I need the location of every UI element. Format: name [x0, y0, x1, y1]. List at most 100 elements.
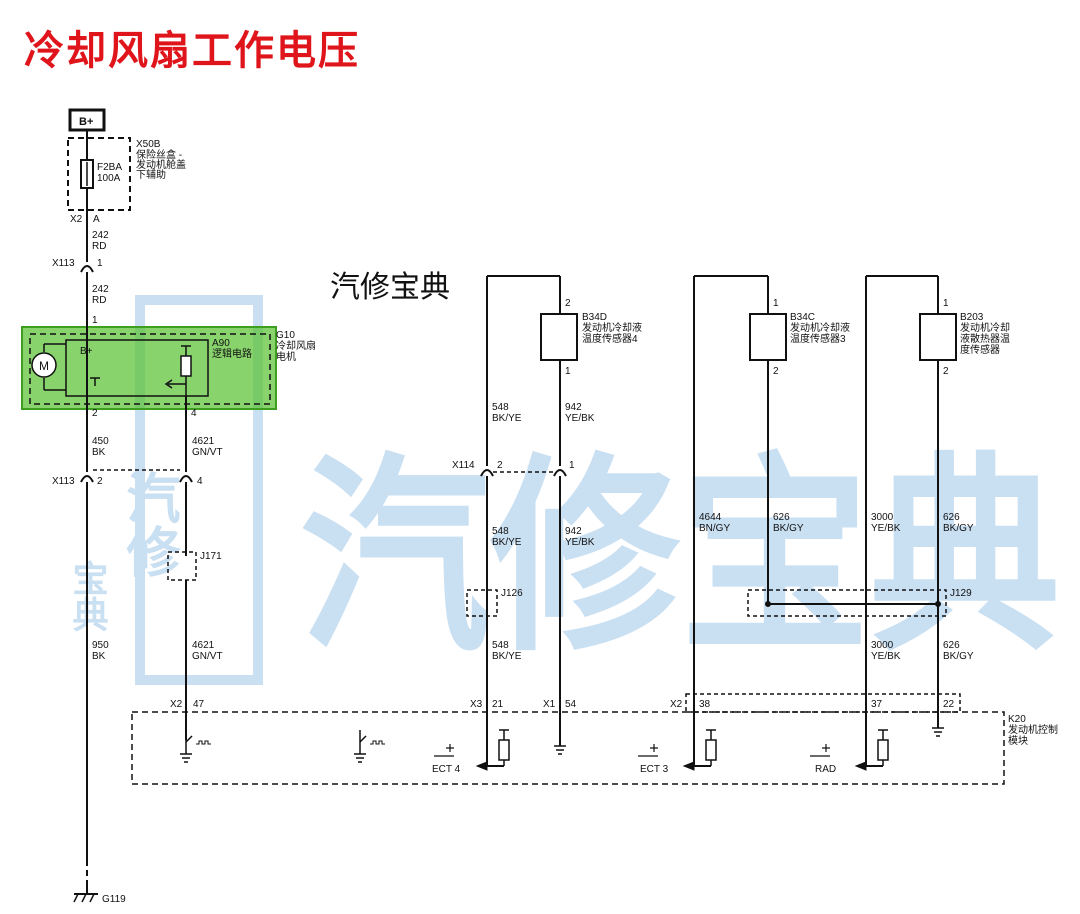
sensor-b34d-box	[540, 313, 578, 361]
page-title: 冷却风扇工作电压	[24, 27, 360, 74]
wire-3000-a-color: YE/BK	[871, 523, 901, 534]
fuse-box-outline	[67, 137, 131, 211]
thermometer-icon	[810, 744, 830, 757]
j126-box	[466, 589, 498, 617]
switch-symbol	[359, 735, 367, 743]
j126-label: J126	[501, 588, 523, 599]
ecm-pin-22: 22	[943, 699, 955, 710]
x114-pin-a: 2	[497, 460, 503, 471]
b34c-desc-1: 发动机冷却液	[790, 321, 850, 334]
b34d-pin-bottom: 1	[565, 366, 571, 377]
wire-242-upper-color: RD	[92, 241, 106, 252]
j129-label: J129	[950, 588, 972, 599]
wire-242-lower-color: RD	[92, 295, 106, 306]
fuse-box-desc-1: 保险丝盒 -	[136, 148, 182, 161]
b34c-pin-top: 1	[773, 298, 779, 309]
watermark-side-text-top: 汽修	[118, 470, 180, 578]
x113-lower-name: X113	[52, 476, 75, 487]
x114-pin-b: 1	[569, 460, 575, 471]
fuse-pin: A	[93, 214, 100, 225]
ground-tick	[89, 893, 95, 903]
x2-47-connector: X2	[170, 699, 183, 710]
fan-pin-signal: 4	[191, 408, 197, 419]
b203-pin-top: 1	[943, 298, 949, 309]
ect4-resistor	[498, 739, 510, 761]
rad-resistor	[877, 739, 889, 761]
bplus-label: B+	[79, 116, 93, 128]
left-lower-wiring	[73, 406, 197, 903]
wire-4621-upper-circuit: 4621	[192, 436, 215, 447]
j129-box	[747, 589, 947, 617]
wire-4621-lower-circuit: 4621	[192, 640, 215, 651]
connector-x113-lower-a	[80, 475, 94, 483]
wire-3000-b-circuit: 3000	[871, 640, 894, 651]
b34d-pin-top: 2	[565, 298, 571, 309]
sensor-wiring	[466, 275, 957, 766]
b203-desc-1: 发动机冷却	[960, 321, 1010, 334]
ground-name: G119	[102, 894, 126, 905]
wire-548-c-circuit: 548	[492, 640, 509, 651]
wire-626-b-circuit: 626	[943, 512, 960, 523]
fan-bplus-label: B+	[80, 346, 93, 357]
b203-desc-3: 度传感器	[960, 343, 1000, 356]
ecm-name: K20	[1008, 714, 1026, 725]
splice-dot	[765, 601, 771, 607]
b203-name: B203	[960, 312, 984, 323]
fan-desc-1: 冷却风扇	[276, 339, 316, 352]
fan-pin-top: 1	[92, 315, 98, 326]
watermark-side-block	[135, 295, 263, 685]
logic-desc: 逻辑电路	[212, 347, 252, 360]
wire-942-a-circuit: 942	[565, 402, 582, 413]
ect3-resistor	[705, 739, 717, 761]
pwm-symbol	[370, 740, 385, 745]
wire-950-circuit: 950	[92, 640, 109, 651]
x114-name: X114	[452, 460, 475, 471]
switch-symbol	[185, 735, 193, 743]
fuse-box-desc-2: 发动机舱盖	[136, 158, 186, 171]
b34d-name: B34D	[582, 312, 607, 323]
wire-4644-circuit: 4644	[699, 512, 722, 523]
x2-47-pin: 47	[193, 699, 205, 710]
signal-resistor	[180, 355, 192, 377]
wire-548-b-color: BK/YE	[492, 537, 522, 548]
wire-942-b-circuit: 942	[565, 526, 582, 537]
arrow	[854, 761, 867, 771]
b203-desc-2: 液散热器温	[960, 332, 1010, 345]
wire-4644-color: BN/GY	[699, 523, 730, 534]
j171-label: J171	[200, 551, 222, 562]
b203-pin-bottom: 2	[943, 366, 949, 377]
b34c-pin-bottom: 2	[773, 366, 779, 377]
ecm-x2: X2	[670, 699, 683, 710]
logic-circuit-box	[65, 339, 209, 397]
b34c-desc-2: 温度传感器3	[790, 332, 846, 345]
ecm-x1: X1	[543, 699, 556, 710]
connector-x113-lower-b	[179, 475, 193, 483]
splice-dot	[935, 601, 941, 607]
wire-626-c-circuit: 626	[943, 640, 960, 651]
ecm-desc-1: 发动机控制	[1008, 723, 1058, 736]
wire-548-c-color: BK/YE	[492, 651, 522, 662]
watermark: 汽修宝典 汽修 宝典	[68, 295, 1060, 685]
motor-symbol	[31, 352, 57, 378]
ecm-ect3: ECT 3	[640, 764, 669, 775]
fuse-box-desc-3: 下辅助	[136, 168, 166, 181]
x113-upper-pin: 1	[97, 258, 103, 269]
ecm-pin-21: 21	[492, 699, 504, 710]
wire-548-b-circuit: 548	[492, 526, 509, 537]
ecm-desc-2: 模块	[1008, 735, 1028, 747]
ecm-x2-connector-outline	[685, 693, 961, 713]
fan-module-box	[29, 333, 271, 405]
fuse-name: F2BA	[97, 162, 122, 173]
b34d-desc-2: 温度传感器4	[582, 332, 638, 345]
ecm-pin-37: 37	[871, 699, 883, 710]
wire-242-upper-circuit: 242	[92, 230, 109, 241]
thermometer-icon	[638, 744, 658, 757]
wire-942-a-color: YE/BK	[565, 413, 595, 424]
b34d-desc-1: 发动机冷却液	[582, 321, 642, 334]
wire-3000-a-circuit: 3000	[871, 512, 894, 523]
x113-lower-pin-b: 4	[197, 476, 203, 487]
wire-942-b-color: YE/BK	[565, 537, 595, 548]
fan-name: G10	[276, 330, 295, 341]
